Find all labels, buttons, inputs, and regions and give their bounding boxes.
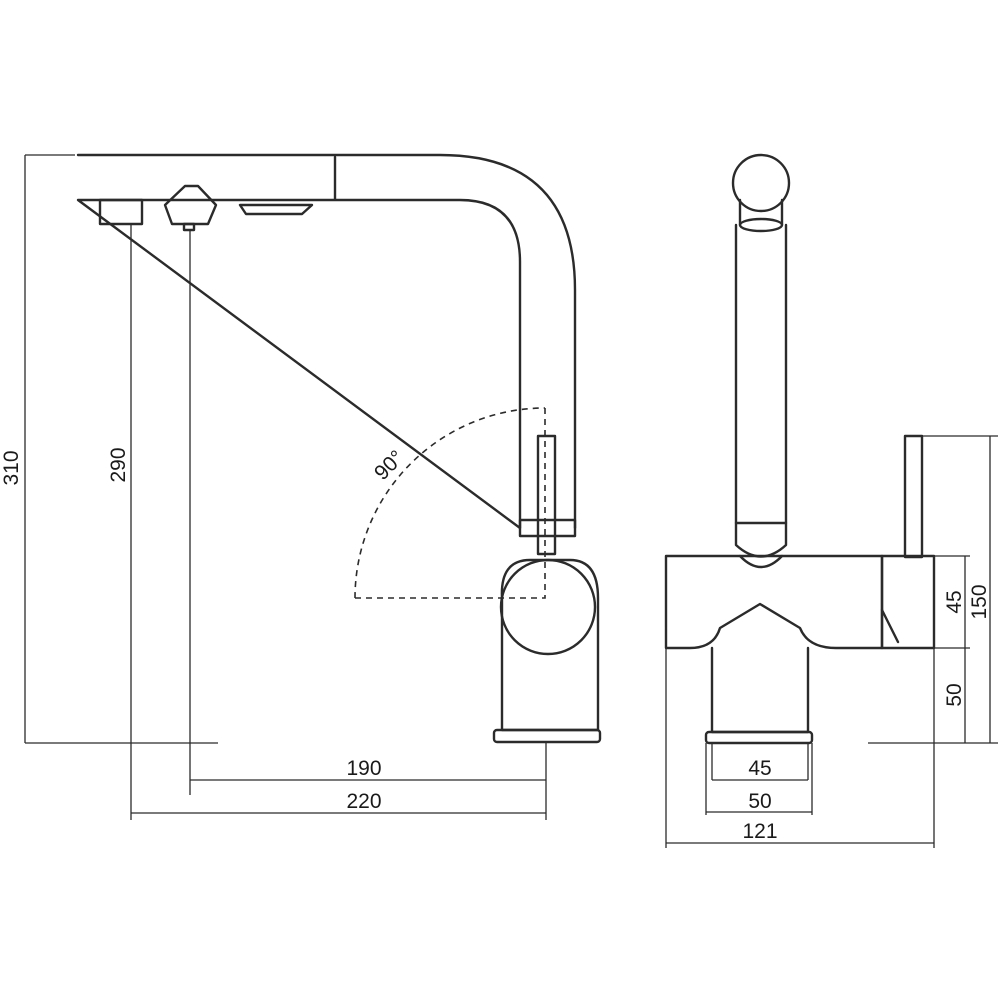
dim-121-label: 121 <box>742 820 777 843</box>
side-view: 310 290 190 220 90° <box>0 153 602 820</box>
spout-outline <box>76 153 577 530</box>
dim-220-label: 220 <box>346 790 381 813</box>
spout-neck <box>738 198 784 227</box>
spout-column-collar <box>734 521 788 558</box>
dim-310-label: 310 <box>0 450 23 485</box>
dim-190-label: 190 <box>346 757 381 780</box>
dim-45-horizontal-line <box>711 743 809 781</box>
front-body-top-curve <box>738 554 784 569</box>
front-lever-block <box>880 554 936 650</box>
dim-121-line <box>665 648 935 848</box>
dim-50-horizontal-line <box>705 743 813 815</box>
dim-310-line <box>24 154 218 744</box>
dim-45-vertical-label: 45 <box>943 590 966 613</box>
front-lever-wedge <box>880 608 900 644</box>
front-body <box>664 554 884 650</box>
front-base-plate <box>704 730 814 745</box>
angle-label: 90° <box>370 446 409 485</box>
lever-handle <box>536 434 557 556</box>
mixer-body <box>500 558 600 732</box>
filter-nozzle <box>98 198 144 226</box>
dim-190-line <box>190 742 547 820</box>
front-view: 45 150 50 45 50 121 <box>664 153 998 848</box>
dim-150-line <box>868 435 998 744</box>
rotation-guide <box>355 408 546 599</box>
dim-150-label: 150 <box>968 584 991 619</box>
dim-50-vertical-label: 50 <box>943 683 966 706</box>
front-lever <box>903 434 924 559</box>
front-lower-body <box>710 646 810 734</box>
dim-45-vertical-line <box>900 555 970 649</box>
tap-nozzle <box>163 184 218 226</box>
pullout-head <box>238 203 314 216</box>
mixer-cartridge <box>499 558 597 656</box>
mixer-base-plate <box>492 728 602 744</box>
rotation-arc <box>354 407 546 599</box>
stem-collar <box>518 518 577 538</box>
spout-head <box>731 153 791 213</box>
dim-50-horizontal-label: 50 <box>748 790 771 813</box>
spout-column <box>734 223 788 525</box>
spout-neck-ring <box>738 217 784 233</box>
tap-nozzle-tip <box>182 222 196 232</box>
dim-290-label: 290 <box>107 447 130 482</box>
dim-45-horizontal-label: 45 <box>748 757 771 780</box>
